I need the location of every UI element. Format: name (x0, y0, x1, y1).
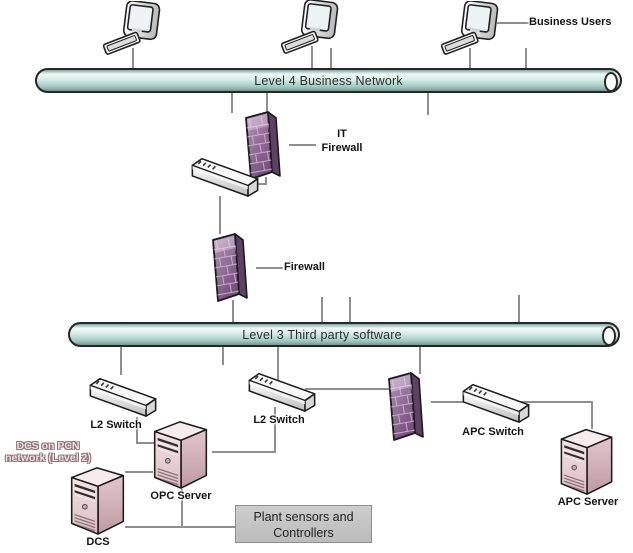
level3-third-party-bus: Level 3 Third party software (68, 322, 620, 347)
connector-stub-below-bus3 (222, 347, 224, 365)
connector-stub-above-bus3-c (518, 295, 520, 323)
l2-switch-a-label: L2 Switch (90, 419, 142, 431)
network-switch-icon (186, 151, 264, 199)
opc-server-label: OPC Server (150, 490, 212, 502)
l2-switch-icon (243, 366, 321, 414)
desktop-computer-icon (103, 1, 167, 55)
connector-pc3-bus4 (469, 48, 471, 69)
plant-sensors-box: Plant sensors and Controllers (235, 505, 372, 543)
connector-firewall2-bus3 (232, 300, 234, 323)
bus-open-end (604, 72, 618, 92)
connector-it-firewall-switch-v (265, 177, 267, 185)
connector-bus3-firewall3 (419, 347, 421, 374)
level3-bus-label: Level 3 Third party software (242, 327, 402, 342)
firewall-pointer-line (256, 267, 283, 269)
it-firewall-pointer-line (289, 144, 316, 146)
connector-switch-firewall2 (219, 196, 221, 234)
connector-stub-below-bus4 (231, 93, 233, 113)
connector-l2b-firewall3 (305, 388, 389, 390)
connector-l2b-opc-v (274, 407, 276, 453)
apc-switch-icon (457, 377, 535, 425)
business-users-label: Business Users (529, 16, 612, 28)
firewall-icon (211, 232, 257, 302)
connector-stub-below-bus4-right (427, 93, 429, 115)
connector-dcs-plantbox-h (125, 526, 235, 528)
connector-pc1-bus4 (132, 48, 134, 69)
l2-switch-icon (84, 371, 162, 419)
firewall-icon (387, 371, 433, 441)
apc-switch-label: APC Switch (462, 426, 524, 438)
dcs-label: DCS (86, 536, 110, 548)
apc-server-icon (556, 423, 618, 497)
connector-stub-above-bus3-a (321, 297, 323, 323)
it-firewall-label: IT Firewall (321, 128, 363, 154)
desktop-computer-icon (441, 1, 505, 55)
opc-server-icon (150, 415, 212, 491)
l2-switch-b-label: L2 Switch (253, 414, 305, 426)
connector-stub-bus4-b (525, 48, 527, 69)
connector-l2a-opc-v (136, 417, 138, 444)
firewall-label: Firewall (284, 261, 325, 273)
connector-bus4-it-firewall (266, 93, 268, 112)
dcs-pcn-note: DCS on PCN network (Level 2) (5, 440, 91, 464)
connector-stub-above-bus3-b (349, 297, 351, 323)
level4-business-network-bus: Level 4 Business Network (35, 68, 622, 93)
business-users-pointer-line (497, 22, 529, 24)
connector-bus3-l2switch-a (120, 347, 122, 375)
level4-bus-label: Level 4 Business Network (254, 73, 403, 88)
connector-pc2-bus4 (311, 46, 313, 69)
connector-l2b-opc-h (212, 451, 276, 453)
apc-server-label: APC Server (557, 496, 619, 508)
connector-apcswitch-apcserver-v (591, 401, 593, 429)
connector-firewall3-apcswitch (431, 401, 463, 403)
connector-l2a-opc-h (136, 442, 155, 444)
connector-dcs-opc (125, 471, 153, 473)
connector-apcswitch-apcserver-h (520, 401, 593, 403)
bus-open-end (602, 326, 616, 346)
desktop-computer-icon (281, 0, 345, 54)
dcs-server-icon (67, 461, 129, 537)
connector-bus3-l2switch-b (277, 347, 279, 397)
connector-stub-bus4-a (330, 48, 332, 69)
connector-opc-plantbox-v (181, 489, 183, 528)
